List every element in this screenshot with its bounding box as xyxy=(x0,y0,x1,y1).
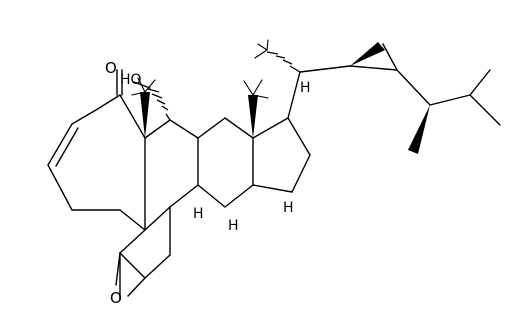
ring-c xyxy=(197,117,254,208)
isopropyl-methyl-wedge xyxy=(408,105,430,154)
c13-methyl-wedge xyxy=(248,95,258,138)
ring-lower xyxy=(119,206,171,301)
ring-b xyxy=(119,119,199,254)
h-label-c9: H xyxy=(228,218,239,234)
hydroxyl-label: HO xyxy=(120,72,142,88)
c10-methyl-wedge xyxy=(140,92,150,138)
ring-d xyxy=(252,117,311,193)
ring-a xyxy=(47,69,146,231)
ketone-oxygen-label: O xyxy=(105,59,117,77)
h-label-c14: H xyxy=(283,200,294,216)
side-chain xyxy=(254,39,501,154)
methyl-groups xyxy=(131,77,269,138)
h-label-c8: H xyxy=(193,206,204,222)
cyclopropane-wedge xyxy=(350,42,385,66)
epoxide-ring xyxy=(115,252,146,297)
epoxide-oxygen-label: O xyxy=(110,289,122,307)
h-label-c17: H xyxy=(300,80,311,96)
hydroxyl-group xyxy=(133,81,171,121)
